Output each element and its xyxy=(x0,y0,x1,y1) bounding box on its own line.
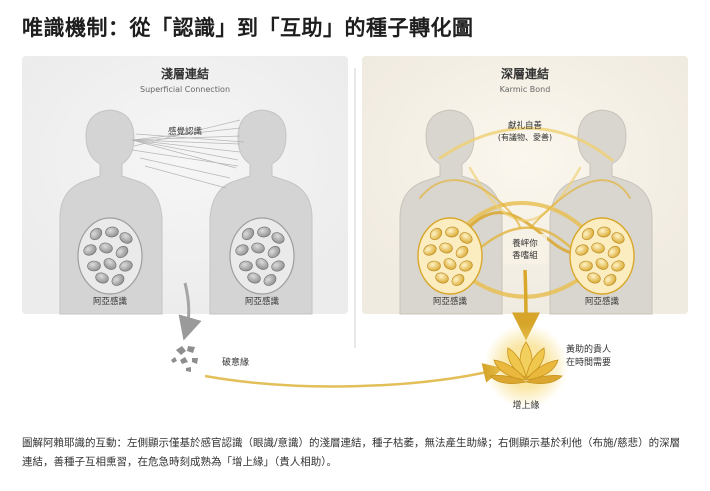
gold-seed xyxy=(443,258,457,270)
gold-seed xyxy=(459,232,473,244)
figure-caption: 圖解阿賴耶識的互動：左側顯示僅基於感官認識（眼識/意識）的淺層連結，種子枯萎，無… xyxy=(22,437,681,468)
helper-label-line1: 黃助的貴人 xyxy=(566,343,611,355)
gold-seed xyxy=(459,260,473,272)
grey-seed xyxy=(95,272,109,284)
grey-seed xyxy=(103,258,117,270)
increase-label: 增上緣 xyxy=(512,399,539,411)
left-heading: 淺層連結 xyxy=(161,66,209,81)
gift-label-line1: 獻礼自善 xyxy=(508,120,543,131)
gold-seed xyxy=(455,246,469,258)
grey-seed xyxy=(119,260,133,272)
grey-seed xyxy=(115,246,129,258)
left-store-label-a: 阿亞感識 xyxy=(93,296,128,307)
grey-seed xyxy=(119,232,133,244)
gift-label-line2: (有議物、愛善) xyxy=(498,132,552,142)
gold-seed xyxy=(607,246,621,258)
broken-label: 破意緣 xyxy=(222,356,249,368)
grey-seed xyxy=(247,272,261,284)
gold-seed xyxy=(591,242,605,254)
grey-seeds xyxy=(83,226,285,286)
right-store-label-b: 阿亞感識 xyxy=(585,296,620,307)
seed-diagram: 淺層連結 Superficial Connection 深層連結 Karmic … xyxy=(22,56,688,411)
gold-seed xyxy=(603,274,617,286)
gold-seed xyxy=(611,232,625,244)
gold-seed xyxy=(429,227,443,241)
grey-seed xyxy=(255,258,269,270)
grey-seed xyxy=(241,227,255,241)
grey-seed xyxy=(251,242,265,254)
grey-seed xyxy=(235,244,249,256)
sense-label: 感覺認識 xyxy=(168,126,203,137)
grey-seed xyxy=(105,226,119,238)
broken-seeds-icon xyxy=(171,346,198,372)
gold-seed xyxy=(445,226,459,238)
gold-seed xyxy=(595,258,609,270)
left-store-label-b: 阿亞感識 xyxy=(245,296,280,307)
merit-arc xyxy=(204,363,504,388)
gold-seed xyxy=(579,260,593,272)
sense-lines xyxy=(131,119,245,189)
gold-seed xyxy=(597,226,611,238)
grey-seed xyxy=(239,260,253,272)
gold-seeds xyxy=(423,226,625,286)
gold-seed xyxy=(581,227,595,241)
grey-seed xyxy=(89,227,103,241)
seed-label-line2: 香嗜組 xyxy=(512,250,538,261)
lotus-icon xyxy=(489,341,563,384)
ripen-arrow xyxy=(511,269,540,341)
grey-seed xyxy=(111,274,125,286)
helper-label-line2: 在時間需要 xyxy=(566,356,611,368)
gold-seed xyxy=(451,274,465,286)
seed-label-box xyxy=(503,234,547,264)
grey-seed xyxy=(83,244,97,256)
grey-seed xyxy=(267,246,281,258)
right-subheading: Karmic Bond xyxy=(500,85,551,94)
left-subheading: Superficial Connection xyxy=(140,85,230,94)
right-store-label-a: 阿亞感識 xyxy=(433,296,468,307)
gold-seed xyxy=(427,260,441,272)
grey-seed xyxy=(271,260,285,272)
grey-seed xyxy=(263,274,277,286)
gold-seed xyxy=(575,244,589,256)
page-title: 唯識機制：從「認識」到「互助」的種子轉化圖 xyxy=(22,16,474,40)
gold-seed xyxy=(423,244,437,256)
grey-seed xyxy=(257,226,271,238)
decay-arrow xyxy=(178,282,202,341)
gold-seed xyxy=(587,272,601,284)
grey-seed xyxy=(87,260,101,272)
grey-seed xyxy=(99,242,113,254)
right-heading: 深層連結 xyxy=(501,66,549,81)
gold-seed xyxy=(611,260,625,272)
gold-seed xyxy=(439,242,453,254)
seed-label-line1: 養岼你 xyxy=(512,238,538,249)
grey-seed xyxy=(271,232,285,244)
gold-seed xyxy=(435,272,449,284)
